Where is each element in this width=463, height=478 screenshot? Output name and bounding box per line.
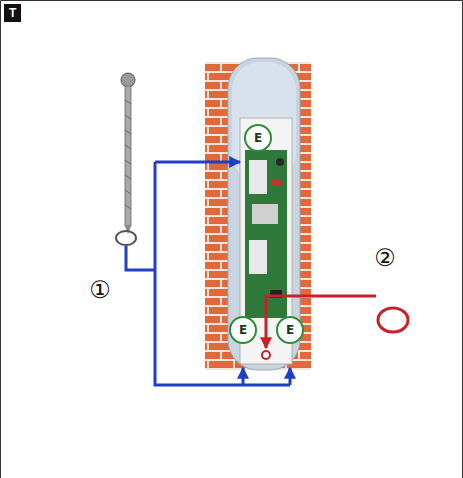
callout-number: ① xyxy=(89,278,111,302)
marker-circle: E xyxy=(244,124,272,152)
marker-letter: E xyxy=(286,324,294,336)
marker-circle: E xyxy=(276,316,304,344)
marker-letter: E xyxy=(254,132,262,144)
figure-letter: T xyxy=(4,4,21,22)
marker-circle: E xyxy=(229,316,257,344)
marker-letter: E xyxy=(239,324,247,336)
callout-number: ② xyxy=(374,246,396,270)
